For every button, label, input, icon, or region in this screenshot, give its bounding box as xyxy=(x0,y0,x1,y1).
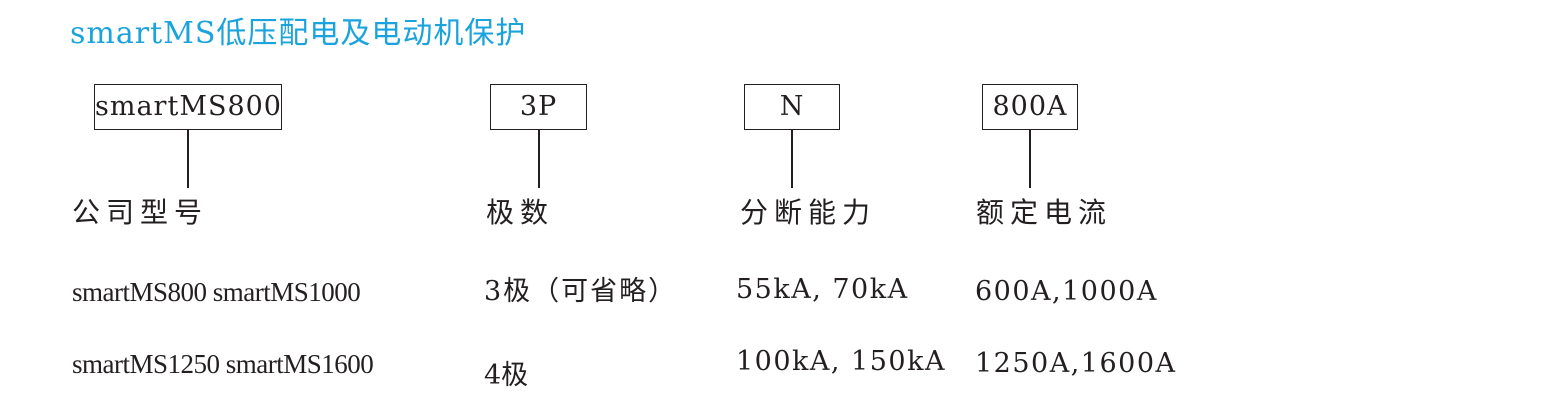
poles-value-row-2: 4极 xyxy=(484,360,529,391)
rated-current-connector-line xyxy=(1029,130,1031,188)
poles-value-row-1: 3极（可省略） xyxy=(484,276,678,307)
breaking-capacity-code-box: N xyxy=(744,84,840,130)
poles-code-box: 3P xyxy=(490,84,587,130)
model-code-box: smartMS800 xyxy=(94,84,282,130)
rated-current-value-row-2: 1250A,1600A xyxy=(975,348,1177,379)
page-title: smartMS低压配电及电动机保护 xyxy=(70,16,527,51)
model-value-row-2: smartMS1250 smartMS1600 xyxy=(72,349,374,379)
breaking-capacity-connector-line xyxy=(791,130,793,188)
breaking-capacity-label: 分断能力 xyxy=(740,196,877,229)
rated-current-value-row-1: 600A,1000A xyxy=(975,276,1158,307)
model-connector-line xyxy=(187,130,189,188)
poles-connector-line xyxy=(538,130,540,188)
poles-label: 极数 xyxy=(486,196,555,229)
rated-current-code-box: 800A xyxy=(982,84,1078,130)
model-label: 公司型号 xyxy=(72,196,209,229)
rated-current-label: 额定电流 xyxy=(976,196,1113,229)
model-value-row-1: smartMS800 smartMS1000 xyxy=(72,277,361,307)
breaking-capacity-value-row-1: 55kA, 70kA xyxy=(736,274,909,305)
breaking-capacity-value-row-2: 100kA, 150kA xyxy=(736,346,946,377)
